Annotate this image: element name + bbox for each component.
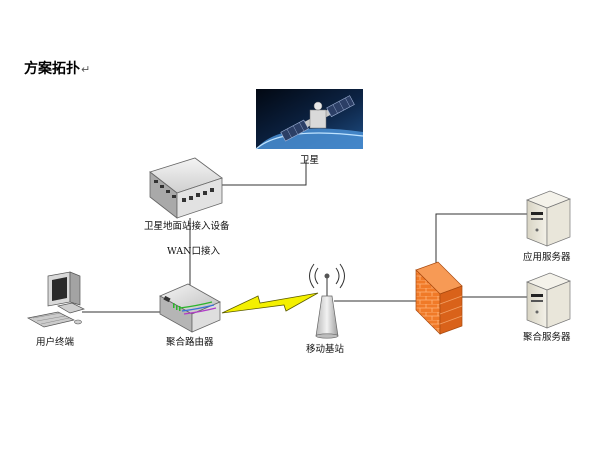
wireless-link: [221, 292, 319, 314]
agg-server-node: [526, 272, 571, 329]
network-switch-icon: [149, 157, 223, 219]
satellite-label: 卫星: [300, 155, 320, 166]
lightning-icon: [221, 292, 319, 314]
app-server-node: [526, 190, 571, 247]
antenna-tower-icon: [309, 263, 345, 339]
server-icon: [526, 272, 571, 329]
satellite-node: [255, 89, 364, 150]
ground-access-label: 卫星地面站接入设备: [144, 221, 230, 232]
base-station-label: 移动基站: [306, 344, 345, 355]
paragraph-mark: ↵: [81, 63, 91, 76]
firewall-icon: [415, 261, 463, 335]
router-node: [159, 283, 221, 333]
link-firewall-app-server: [435, 213, 527, 272]
agg-server-label: 聚合服务器: [523, 332, 571, 343]
firewall-node: [415, 261, 463, 335]
link-satellite-ground: [222, 160, 307, 186]
page-title: 方案拓扑↵: [24, 58, 90, 78]
base-station-node: [309, 263, 345, 339]
server-icon: [526, 190, 571, 247]
desktop-computer-icon: [27, 271, 85, 328]
page-title-text: 方案拓扑: [24, 61, 80, 77]
satellite-icon: [255, 89, 364, 150]
router-label: 聚合路由器: [166, 337, 214, 348]
router-icon: [159, 283, 221, 333]
connection-lines: [82, 160, 527, 313]
app-server-label: 应用服务器: [523, 252, 571, 263]
user-terminal-label: 用户终端: [36, 337, 75, 348]
wan-link-label: WAN口接入: [167, 246, 220, 257]
user-terminal-node: [27, 271, 85, 328]
ground-access-device: [149, 157, 223, 219]
